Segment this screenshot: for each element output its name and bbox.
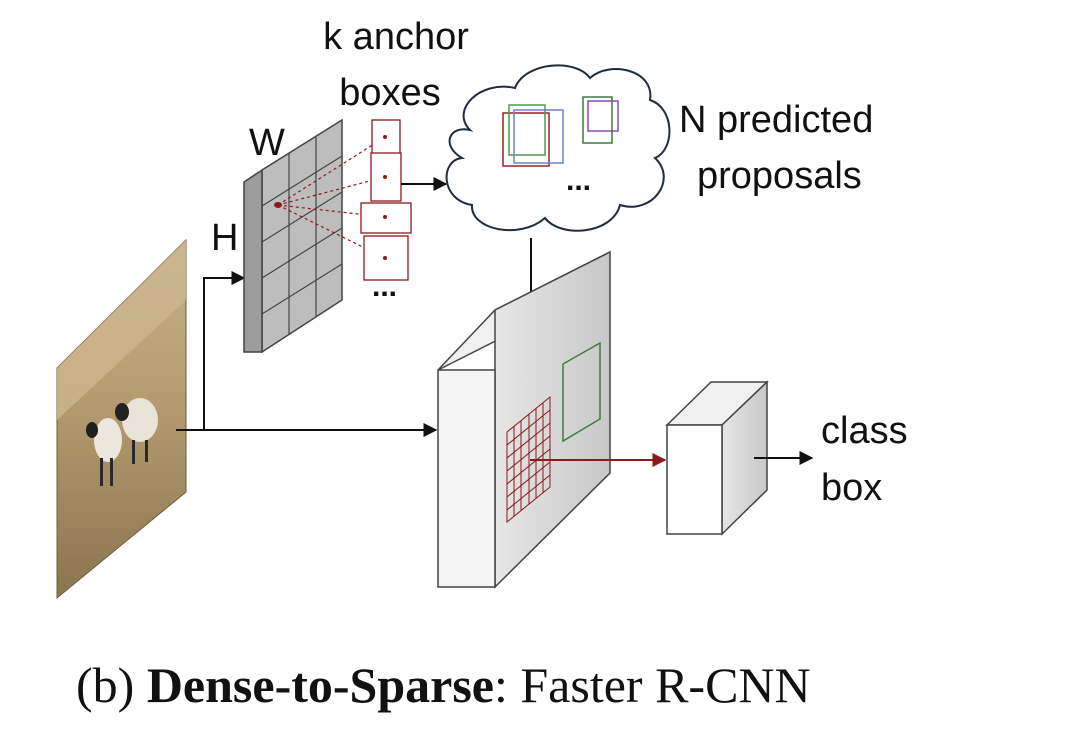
proposals-label-line2: proposals [697, 155, 862, 197]
figure-caption: (b) Dense-to-Sparse: Faster R-CNN [76, 650, 1036, 720]
proposals-ellipsis: ... [566, 164, 591, 197]
grid-height-label: H [211, 217, 238, 259]
caption-suffix: : Faster R-CNN [493, 657, 811, 713]
anchor-boxes [277, 119, 448, 281]
sheep-figures [86, 398, 158, 486]
detection-head-block [665, 380, 814, 536]
backbone-arrows [176, 271, 438, 437]
anchor-label-line1: k anchor [323, 16, 469, 58]
caption-prefix: (b) [76, 657, 147, 713]
proposals-label-line1: N predicted [679, 99, 873, 141]
anchor-ellipsis: ... [372, 270, 397, 303]
feature-map-block [437, 250, 667, 589]
grid-width-label: W [249, 122, 285, 164]
proposal-box [513, 109, 564, 164]
output-box-label: box [821, 467, 882, 509]
proposals-cloud [445, 64, 671, 312]
output-class-label: class [821, 410, 908, 452]
input-image [56, 238, 187, 600]
proposal-box [502, 112, 550, 167]
proposal-box [582, 96, 613, 144]
anchor-label-line2: boxes [339, 72, 440, 114]
roi-pooling-grid [506, 395, 551, 524]
anchor-dashed-lines [277, 136, 386, 259]
proposal-box [587, 100, 619, 132]
proposal-box [508, 104, 546, 156]
caption-bold-term: Dense-to-Sparse [146, 657, 494, 713]
roi-box [562, 341, 601, 443]
image-to-rpn-arrow [203, 271, 246, 430]
rpn-feature-grid [243, 118, 343, 354]
